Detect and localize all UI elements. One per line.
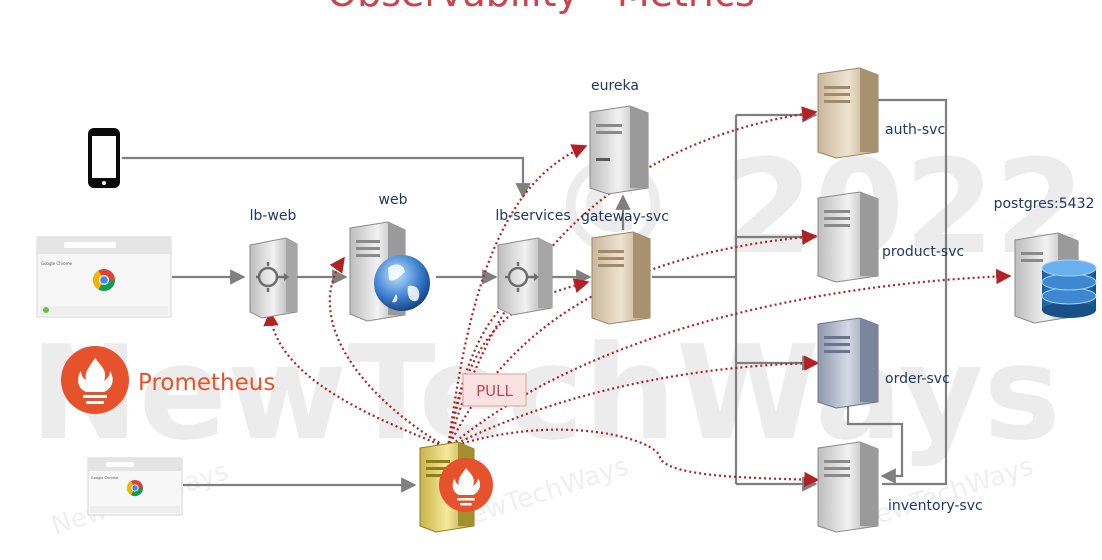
pull-scrape-arrows (263, 106, 1012, 488)
prometheus-flame-icon (61, 346, 129, 414)
load-balancer-icon (249, 237, 298, 319)
lb-services-label: lb-services (495, 208, 570, 224)
connector-lines (122, 98, 948, 493)
auth-svc-label: auth-svc (885, 122, 945, 138)
inventory-svc-label: inventory-svc (888, 498, 983, 514)
postgres-node: postgres:5432 (994, 196, 1097, 324)
chrome-logo-icon (93, 269, 115, 291)
server-icon (817, 317, 879, 409)
chrome-logo-icon (126, 480, 144, 497)
browser-brand: Google Chrome (41, 261, 73, 266)
globe-icon (374, 255, 430, 311)
inventory-svc-node: inventory-svc (817, 441, 983, 533)
product-svc-label: product-svc (882, 244, 964, 260)
postgres-label: postgres:5432 (994, 196, 1095, 212)
lb-web-label: lb-web (250, 208, 297, 224)
eureka-node: eureka (589, 78, 649, 195)
eureka-label: eureka (591, 78, 639, 94)
gateway-svc-label: gateway-svc (581, 209, 669, 225)
gateway-svc-node: gateway-svc (581, 209, 669, 325)
browser-icon: Google Chrome (36, 236, 172, 318)
web-node: web (349, 192, 430, 322)
order-svc-label: order-svc (885, 371, 950, 387)
server-icon (589, 105, 649, 195)
lb-web-node: lb-web (249, 208, 298, 319)
server-icon (591, 231, 651, 325)
order-svc-node: order-svc (817, 317, 950, 409)
watermark-brand: NewTechWays (30, 317, 1061, 469)
browser-icon: Google Chrome (87, 457, 183, 516)
prometheus-logo: Prometheus (61, 346, 275, 414)
load-balancer-icon (497, 237, 553, 316)
prometheus-name: Prometheus (138, 370, 275, 396)
server-icon (817, 441, 879, 533)
lb-services-node: lb-services (495, 208, 571, 316)
prometheus-flame-icon (439, 458, 493, 512)
pull-label: PULL (476, 382, 513, 400)
server-icon (817, 67, 879, 159)
product-svc-node: product-svc (817, 191, 964, 283)
database-icon (1041, 259, 1097, 318)
browser-brand: Google Chrome (91, 476, 118, 480)
auth-svc-node: auth-svc (817, 67, 945, 159)
pull-label-box: PULL (462, 373, 527, 407)
phone-icon (88, 128, 120, 188)
prometheus-server-node (419, 441, 493, 533)
server-icon (817, 191, 879, 283)
web-label: web (379, 192, 408, 208)
page-title: Observability - Metrics (327, 0, 755, 15)
